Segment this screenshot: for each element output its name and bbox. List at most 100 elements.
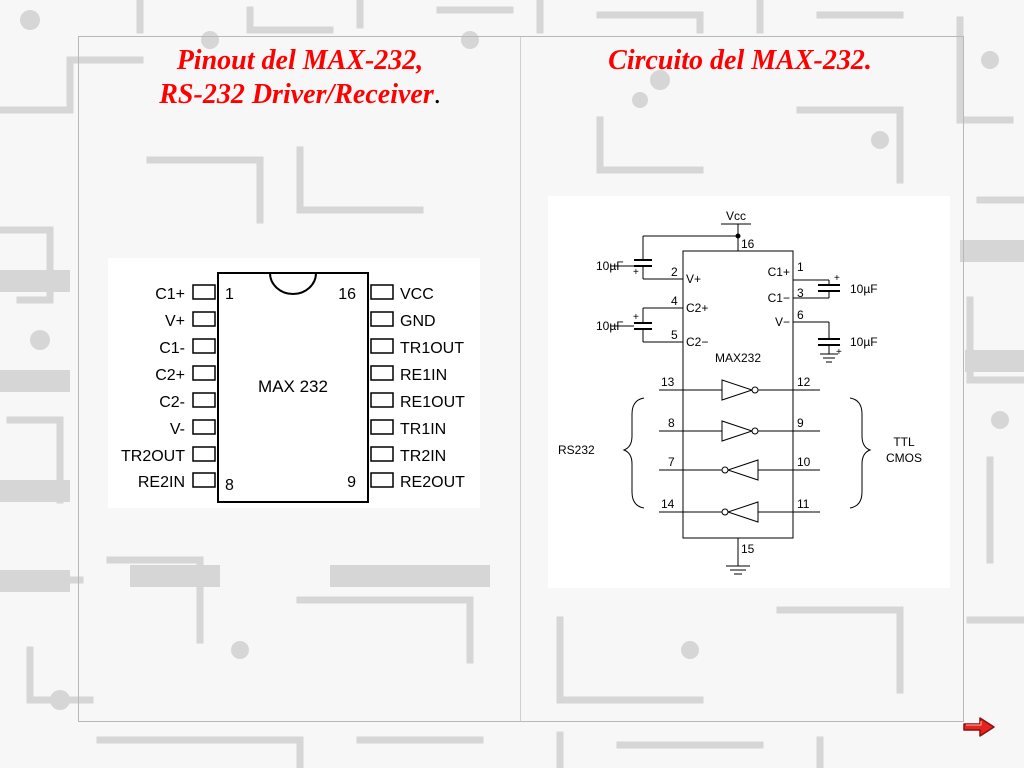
column-divider <box>520 37 521 721</box>
pin-label: GND <box>400 313 436 330</box>
pin-number: 1 <box>797 260 804 274</box>
pin-number: 8 <box>225 477 234 494</box>
pin-number: 6 <box>797 308 804 322</box>
pin-box <box>192 284 216 300</box>
chip-label: MAX 232 <box>258 377 328 396</box>
vcc-label: Vcc <box>726 209 746 223</box>
pin-box <box>192 446 216 462</box>
pinout-title-line2: RS-232 Driver/Receiver <box>159 79 434 110</box>
capacitor-polarity: + <box>836 347 842 358</box>
next-arrow-icon[interactable] <box>962 716 996 738</box>
capacitor-label: 10µF <box>596 259 624 273</box>
pin-box <box>192 472 216 488</box>
capacitor-polarity: + <box>633 267 639 278</box>
circuit-diagram-panel: Vcc 16 15 MAX232 V+ C2+ C2− 2 4 5 C1+ C1… <box>548 196 950 588</box>
inverter-bubble <box>751 386 759 394</box>
pin-label: C1+ <box>155 286 185 303</box>
pin-box <box>370 284 394 300</box>
ic-body <box>217 272 369 503</box>
pin-label: C2- <box>159 394 185 411</box>
inverter-gate <box>726 459 759 481</box>
pin-label: C1- <box>159 340 185 357</box>
pin-label: C1+ <box>768 265 790 279</box>
pin-box <box>370 419 394 435</box>
pin-label: VCC <box>400 286 434 303</box>
pinout-diagram-panel: C1+ V+ C1- C2+ C2- V- TR2OUT RE2IN VCC G… <box>108 258 480 508</box>
pin-box <box>370 446 394 462</box>
ttl-label: TTL <box>893 435 915 449</box>
inverter-bubble <box>721 508 729 516</box>
circuit-title: Circuito del MAX-232. <box>608 45 872 76</box>
pin-label: RE1OUT <box>400 394 465 411</box>
pin-label: RE2IN <box>138 474 185 491</box>
pin-number: 1 <box>225 286 234 303</box>
pin-box <box>370 338 394 354</box>
pin-number: 13 <box>661 375 675 389</box>
inverter-bubble <box>751 427 759 435</box>
wires <box>610 223 872 575</box>
pin-box <box>192 338 216 354</box>
right-pin-boxes <box>370 284 394 488</box>
capacitor-label: 10µF <box>596 319 624 333</box>
inverter-gate <box>721 379 754 401</box>
pin-number: 14 <box>661 497 675 511</box>
junction-dot <box>735 233 741 239</box>
pin-number: 7 <box>668 455 675 469</box>
pinout-diagram: C1+ V+ C1- C2+ C2- V- TR2OUT RE2IN VCC G… <box>121 272 465 503</box>
pin-number: 16 <box>741 237 755 251</box>
pinout-title-line1: Pinout del MAX-232, <box>176 45 424 76</box>
pin-number: 9 <box>347 474 356 491</box>
pin-label: RE2OUT <box>400 474 465 491</box>
pin-label: V+ <box>165 313 185 330</box>
pin-number: 16 <box>338 286 356 303</box>
pin-label: V− <box>775 315 790 329</box>
right-pin-labels: VCC GND TR1OUT RE1IN RE1OUT TR1IN TR2IN … <box>400 286 465 491</box>
capacitor-label: 10µF <box>850 335 878 349</box>
chip-label: MAX232 <box>715 351 761 365</box>
pin-box <box>192 419 216 435</box>
rs232-label: RS232 <box>558 443 595 457</box>
pin-number: 11 <box>797 497 810 511</box>
pin-number: 5 <box>671 328 678 342</box>
pin-box <box>192 311 216 327</box>
pin-box <box>192 365 216 381</box>
pinout-title-period: . <box>433 79 441 110</box>
pin-label: TR1OUT <box>400 340 464 357</box>
left-pin-boxes <box>192 284 216 488</box>
pin-label: C2+ <box>155 367 185 384</box>
pin-number: 4 <box>671 294 678 308</box>
left-pin-labels: C1+ V+ C1- C2+ C2- V- TR2OUT RE2IN <box>121 286 185 491</box>
pin-number: 8 <box>668 416 675 430</box>
pin-label: V+ <box>686 272 701 286</box>
pin-box <box>370 311 394 327</box>
pin-number: 10 <box>797 455 811 469</box>
pin-label: C2− <box>686 335 708 349</box>
pin-label: TR1IN <box>400 421 446 438</box>
inverter-bubble <box>721 466 729 474</box>
capacitor-polarity: + <box>834 273 840 284</box>
pin-box <box>370 392 394 408</box>
pin-label: TR2IN <box>400 448 446 465</box>
capacitor-polarity: + <box>633 312 639 323</box>
pin-label: C1− <box>768 291 790 305</box>
pin-box <box>370 472 394 488</box>
pin-box <box>192 392 216 408</box>
cmos-label: CMOS <box>886 451 922 465</box>
pin-number: 12 <box>797 375 811 389</box>
pin-label: TR2OUT <box>121 448 185 465</box>
inverter-gate <box>726 501 759 523</box>
capacitor-label: 10µF <box>850 282 878 296</box>
pin-number: 15 <box>741 542 755 556</box>
pin-label: C2+ <box>686 301 708 315</box>
inverter-gates <box>721 379 759 523</box>
pin-box <box>370 365 394 381</box>
inverter-gate <box>721 420 754 442</box>
ic-notch <box>269 272 317 295</box>
pin-label: RE1IN <box>400 367 447 384</box>
corner-pin-numbers: 1 16 8 9 <box>225 286 356 494</box>
content-frame <box>78 36 964 722</box>
pin-number: 3 <box>797 286 804 300</box>
circuit-labels: Vcc 16 15 MAX232 V+ C2+ C2− 2 4 5 C1+ C1… <box>558 209 922 556</box>
pin-label: V- <box>170 421 185 438</box>
